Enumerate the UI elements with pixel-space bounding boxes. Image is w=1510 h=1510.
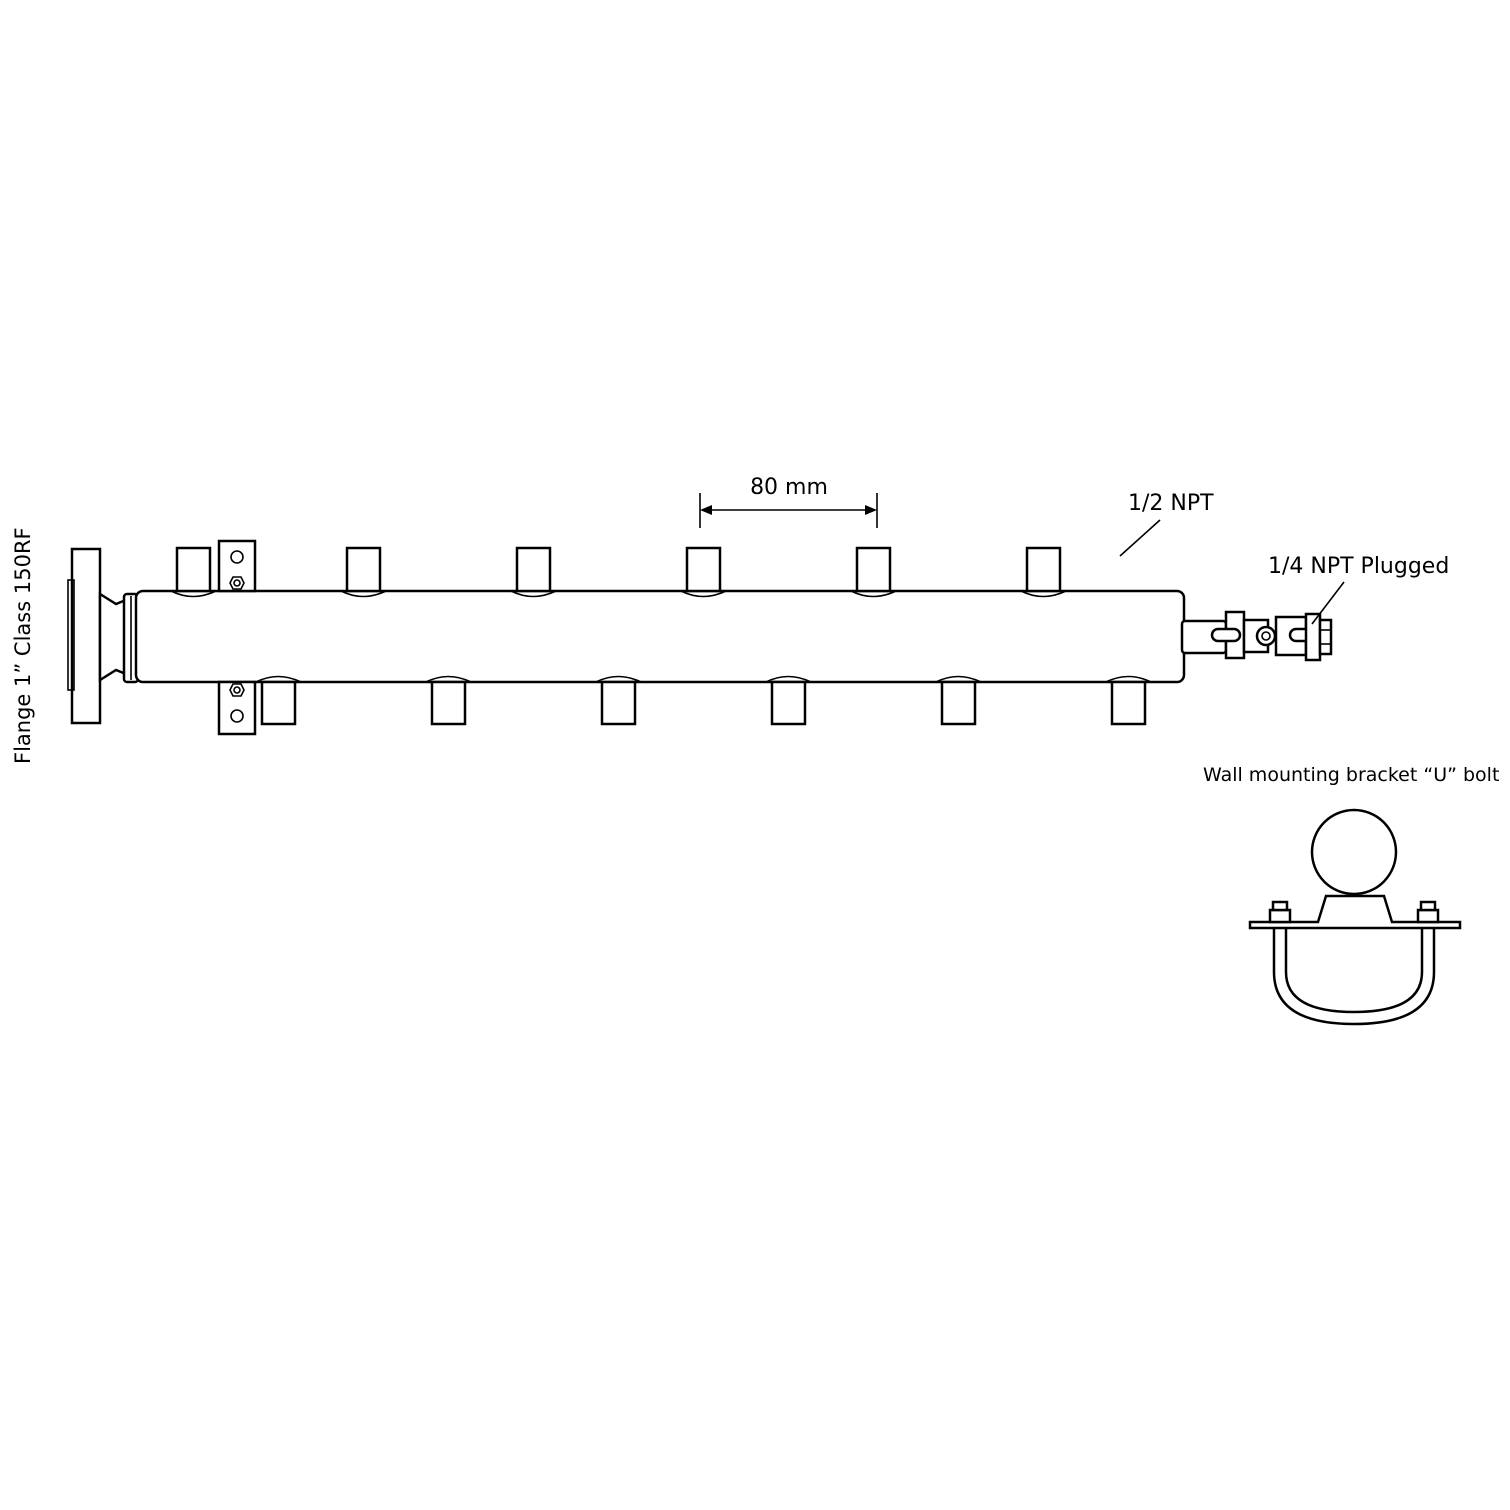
pipe-section-circle	[1310, 808, 1398, 896]
outlet-thread-label: 1/2 NPT	[1128, 491, 1214, 516]
outlet-thread-callout: 1/2 NPT	[1119, 491, 1214, 557]
bottom-outlet-1	[255, 675, 302, 726]
bottom-outlets	[255, 675, 1152, 726]
top-mounting-clamp	[217, 539, 257, 593]
top-outlet-5	[850, 546, 897, 598]
end-plug-label: 1/4 NPT Plugged	[1268, 554, 1449, 579]
flange-label: Flange 1” Class 150RF	[11, 527, 35, 764]
end-plug-assembly	[1180, 610, 1333, 662]
bottom-outlet-3	[595, 675, 642, 726]
spacing-dimension: 80 mm	[699, 475, 878, 528]
bottom-outlet-4	[765, 675, 812, 726]
end-plug-callout: 1/4 NPT Plugged	[1268, 554, 1449, 625]
spacing-label: 80 mm	[750, 475, 828, 500]
top-outlet-2	[340, 546, 387, 598]
bottom-outlet-2	[425, 675, 472, 726]
u-bolt-bracket-detail: Wall mounting bracket “U” bolt	[1203, 764, 1499, 1026]
bottom-mounting-clamp	[217, 680, 257, 736]
bottom-outlet-5	[935, 675, 982, 726]
top-outlet-6	[1020, 546, 1067, 598]
bottom-outlet-6	[1105, 675, 1152, 726]
top-outlet-4	[680, 546, 727, 598]
top-outlet-3	[510, 546, 557, 598]
bracket-title: Wall mounting bracket “U” bolt	[1203, 764, 1499, 786]
top-outlets	[170, 546, 1067, 598]
top-outlet-1	[170, 546, 217, 598]
manifold-body	[134, 589, 1186, 684]
flange	[67, 547, 140, 725]
